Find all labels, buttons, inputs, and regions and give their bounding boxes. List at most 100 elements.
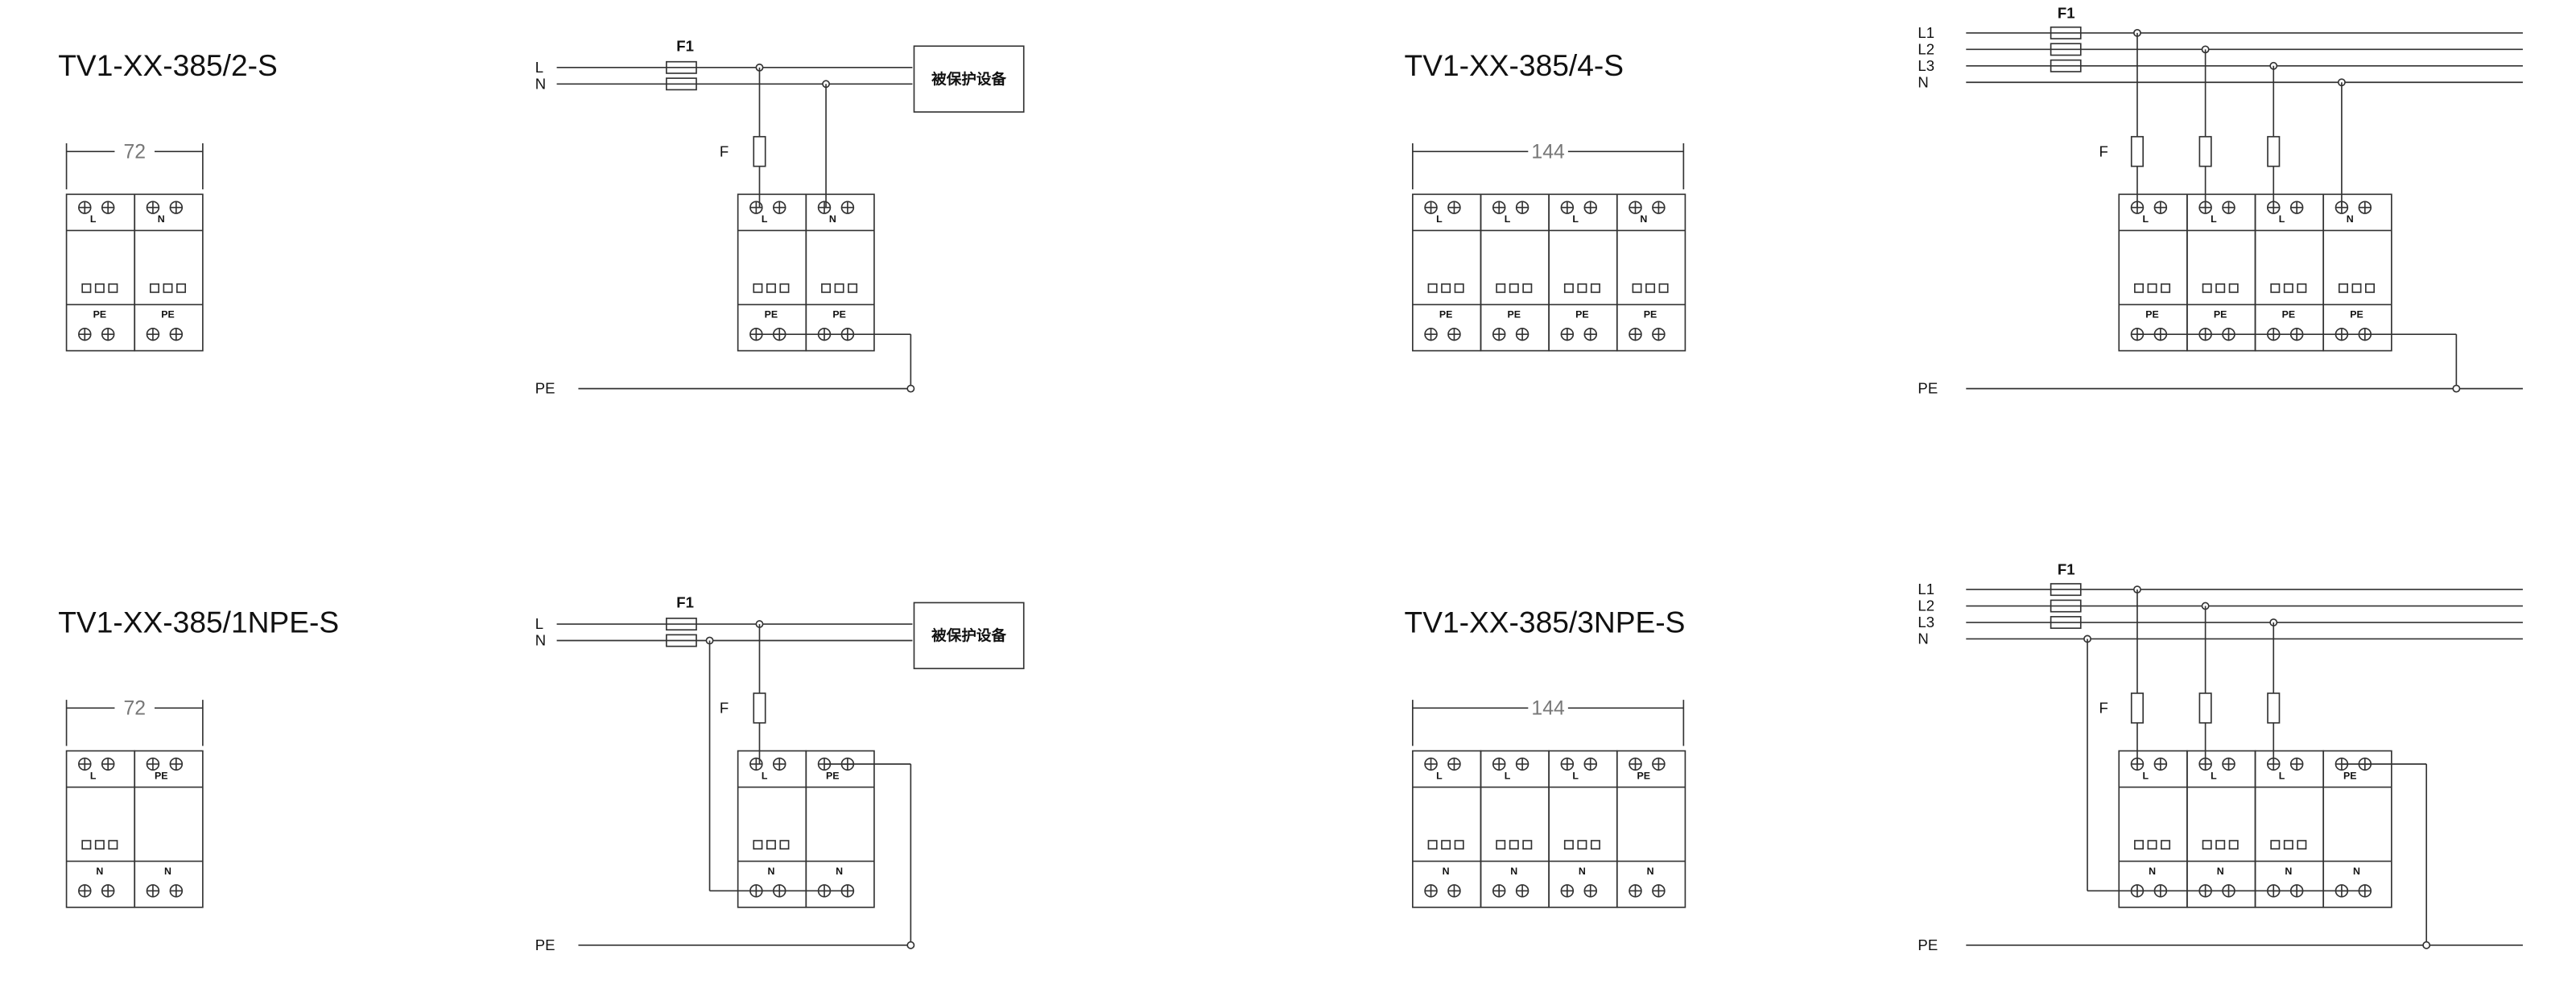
fuse-icon <box>2050 26 2082 39</box>
spd-module <box>2254 193 2325 352</box>
terminal-label-bottom: PE <box>1439 309 1453 320</box>
line-label-L: L <box>535 59 543 76</box>
line-label-PE: PE <box>535 380 555 397</box>
terminal-label-top: N <box>2347 213 2354 225</box>
dimension-value: 144 <box>1531 698 1564 720</box>
terminal-label-top: L <box>90 770 97 781</box>
junction-dot <box>906 384 915 393</box>
indicator-window <box>1522 840 1533 850</box>
terminal-label-top: L <box>1505 770 1511 781</box>
terminal-label-top: L <box>1572 213 1579 225</box>
fuse-label-F1: F1 <box>676 37 694 54</box>
indicator-window <box>81 283 92 293</box>
spd-module <box>2118 750 2188 908</box>
protected-equipment-box <box>913 601 1025 670</box>
terminal-label-bottom: PE <box>2350 309 2363 320</box>
indicator-window <box>94 840 105 850</box>
indicator-window <box>2202 840 2212 850</box>
terminal-label-top: L <box>2279 770 2285 781</box>
spd-module <box>1616 193 1686 352</box>
terminal-label-bottom: PE <box>1644 309 1657 320</box>
indicator-window <box>2134 283 2145 293</box>
indicator-window <box>753 283 763 293</box>
terminal-label-bottom: PE <box>1508 309 1521 320</box>
indicator-window <box>1563 283 1574 293</box>
spd-module <box>1412 193 1482 352</box>
indicator-window <box>1454 840 1464 850</box>
indicator-window <box>2228 840 2239 850</box>
line-label-L1: L1 <box>1918 581 1934 597</box>
product-title: TV1-XX-385/4-S <box>1405 49 1624 82</box>
indicator-window <box>753 840 763 850</box>
terminal-label-bottom: N <box>2353 866 2360 877</box>
fuse-icon <box>666 618 697 631</box>
indicator-window <box>2297 283 2307 293</box>
terminal-label-bottom: N <box>1647 866 1654 877</box>
terminal-label-top: N <box>158 213 165 225</box>
indicator-window <box>1590 283 1600 293</box>
terminal-label-bottom: PE <box>2214 309 2227 320</box>
fuse-label-F1: F1 <box>2058 5 2075 22</box>
indicator-window <box>1454 283 1464 293</box>
terminal-label-bottom: N <box>836 866 843 877</box>
indicator-window <box>1632 283 1642 293</box>
fuse-icon <box>666 60 697 74</box>
terminal-label-bottom: PE <box>2282 309 2296 320</box>
indicator-window <box>2283 283 2293 293</box>
indicator-window <box>1496 840 1506 850</box>
terminal-label-bottom: PE <box>2145 309 2159 320</box>
spd-module <box>1616 750 1686 908</box>
spd-module <box>2322 193 2392 352</box>
indicator-window <box>2270 840 2281 850</box>
fuse-label-F: F <box>2099 700 2107 717</box>
indicator-window <box>1441 840 1451 850</box>
indicator-window <box>2365 283 2375 293</box>
line-label-N: N <box>535 76 546 93</box>
line-label-L3: L3 <box>1918 57 1934 74</box>
protected-equipment-label: 被保护设备 <box>931 70 1006 87</box>
spd-module <box>1480 193 1550 352</box>
terminal-label-top: PE <box>155 770 168 781</box>
indicator-window <box>1509 840 1519 850</box>
indicator-window <box>2351 283 2362 293</box>
fuse-icon <box>666 634 697 647</box>
spd-module <box>65 750 136 908</box>
line-label-PE: PE <box>1918 380 1938 397</box>
spd-module <box>2186 750 2256 908</box>
indicator-window <box>2215 840 2226 850</box>
terminal-label-bottom: N <box>1579 866 1586 877</box>
indicator-window <box>2270 283 2281 293</box>
line-label-L2: L2 <box>1918 597 1934 614</box>
indicator-window <box>2202 283 2212 293</box>
fuse-label-F: F <box>720 143 729 159</box>
indicator-window <box>150 283 159 293</box>
fuse-icon <box>753 692 766 724</box>
indicator-window <box>1645 283 1656 293</box>
fuse-icon <box>2198 692 2212 724</box>
product-title: TV1-XX-385/3NPE-S <box>1405 606 1686 639</box>
spd-module <box>2186 193 2256 352</box>
fuse-icon <box>2050 616 2082 629</box>
terminal-label-top: L <box>1505 213 1511 225</box>
fuse-label-F1: F1 <box>676 594 694 611</box>
spd-module <box>2322 750 2392 908</box>
spd-module <box>134 193 204 352</box>
terminal-label-bottom: N <box>2285 866 2292 877</box>
terminal-label-bottom: N <box>767 866 774 877</box>
fuse-label-F1: F1 <box>2058 561 2075 578</box>
indicator-window <box>1577 283 1587 293</box>
indicator-window <box>1496 283 1506 293</box>
terminal-label-top: N <box>829 213 836 225</box>
spd-module <box>65 193 136 352</box>
spd-module <box>805 750 875 908</box>
fuse-icon <box>2130 692 2145 724</box>
protected-equipment-box <box>913 45 1025 113</box>
line-label-N: N <box>535 632 546 649</box>
line-label-N: N <box>1918 73 1928 90</box>
protected-equipment-label: 被保护设备 <box>931 627 1006 644</box>
indicator-window <box>2147 840 2157 850</box>
indicator-window <box>779 840 790 850</box>
junction-dot <box>2422 940 2431 949</box>
indicator-window <box>2147 283 2157 293</box>
